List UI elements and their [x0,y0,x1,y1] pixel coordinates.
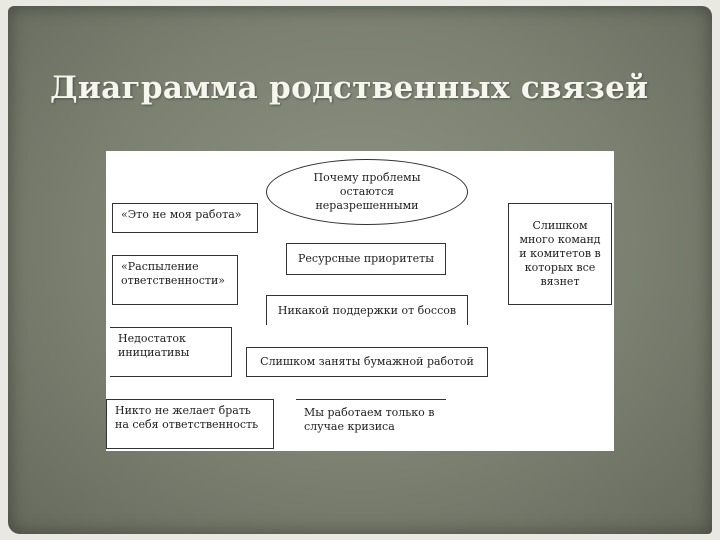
crisis-only-box: Мы работаем только в случае кризиса [296,399,446,449]
no-boss-support-box: Никакой поддержки от боссов [266,295,468,325]
central-question-ellipse: Почему проблемы остаются неразрешенными [266,159,468,225]
lack-initiative-text: Недостаток инициативы [118,332,190,359]
slide-background: Диаграмма родственных связей Почему проб… [8,6,712,534]
not-my-job-text: «Это не моя работа» [121,208,242,221]
resource-priorities-text: Ресурсные приоритеты [298,252,434,265]
busy-paperwork-text: Слишком заняты бумажной работой [260,355,474,368]
crisis-only-text: Мы работаем только в случае кризиса [304,406,435,433]
diffusion-responsibility-box: «Распыление ответственности» [112,255,238,305]
slide-title: Диаграмма родственных связей [50,70,649,106]
central-question-text: Почему проблемы остаются неразрешенными [313,171,421,212]
no-boss-support-text: Никакой поддержки от боссов [277,303,457,317]
nobody-responsibility-box: Никто не желает брать на себя ответствен… [106,399,274,449]
too-many-teams-box: Слишком много команд и комитетов в котор… [508,203,612,305]
nobody-responsibility-text: Никто не желает брать на себя ответствен… [115,404,259,431]
not-my-job-box: «Это не моя работа» [112,203,258,233]
too-many-teams-text: Слишком много команд и комитетов в котор… [519,219,601,288]
affinity-diagram: Почему проблемы остаются неразрешенными … [106,151,614,451]
diffusion-responsibility-text: «Распыление ответственности» [121,260,226,287]
busy-paperwork-box: Слишком заняты бумажной работой [246,347,488,377]
lack-initiative-box: Недостаток инициативы [110,327,232,377]
resource-priorities-box: Ресурсные приоритеты [286,243,446,275]
